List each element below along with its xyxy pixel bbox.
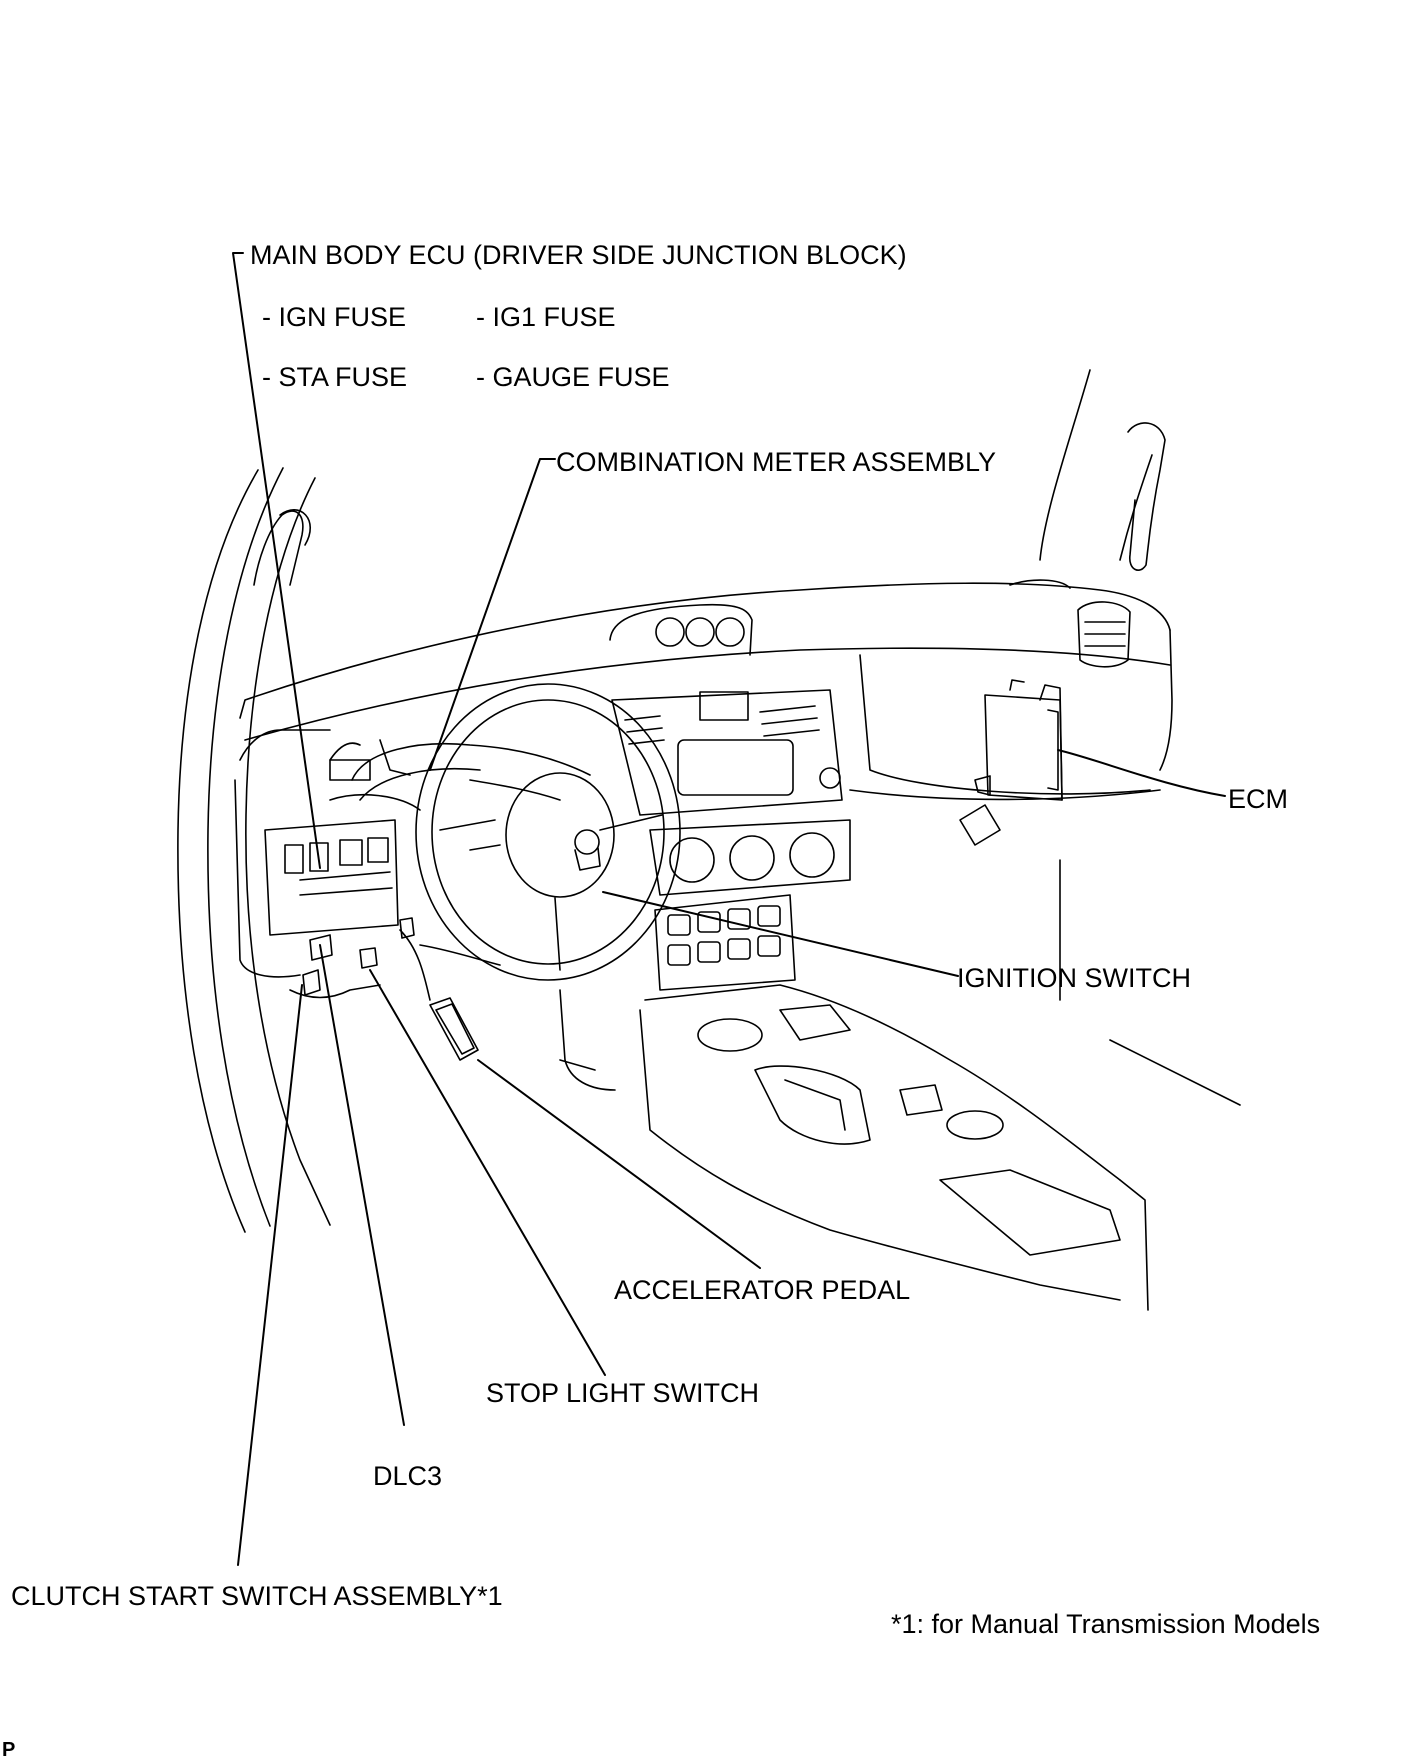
label-clutch-start-switch: CLUTCH START SWITCH ASSEMBLY*1 [11, 1581, 503, 1611]
footnote: *1: for Manual Transmission Models [891, 1609, 1321, 1639]
glove-box [849, 789, 1241, 1106]
label-ignition-switch: IGNITION SWITCH [957, 963, 1191, 993]
leader-dlc3 [319, 944, 405, 1426]
leader-clutch-start-switch [237, 984, 303, 1566]
windshield-outline [1039, 369, 1166, 571]
ecm-module [974, 679, 1063, 801]
leader-lines [232, 252, 1226, 1566]
dashboard-top [239, 579, 1173, 795]
label-dlc3: DLC3 [373, 1461, 443, 1491]
accelerator-pedal-shape [429, 997, 479, 1061]
leader-combination-meter [429, 458, 556, 771]
label-gauge-fuse: - GAUGE FUSE [476, 362, 670, 392]
leader-ecm [1057, 749, 1226, 797]
center-console [559, 984, 1149, 1311]
leader-accelerator-pedal [477, 1059, 761, 1269]
label-combination-meter: COMBINATION METER ASSEMBLY [556, 447, 997, 477]
a-pillar-outline [177, 467, 331, 1233]
leader-stop-light-switch [369, 969, 606, 1376]
corner-mark: P [2, 1739, 16, 1761]
lower-dash-components [289, 917, 501, 1001]
label-sta-fuse: - STA FUSE [262, 362, 408, 392]
label-main-body-ecu: MAIN BODY ECU (DRIVER SIDE JUNCTION BLOC… [250, 240, 907, 270]
label-ecm: ECM [1228, 784, 1288, 814]
label-stop-light-switch: STOP LIGHT SWITCH [486, 1378, 760, 1408]
label-accelerator-pedal: ACCELERATOR PEDAL [614, 1275, 911, 1305]
leader-ignition-switch [602, 891, 959, 977]
center-stack [611, 689, 851, 991]
label-ign-fuse: - IGN FUSE [262, 302, 407, 332]
steering-wheel [351, 683, 681, 981]
leader-main-body-ecu [232, 252, 321, 869]
junction-block-area [234, 729, 421, 978]
label-ig1-fuse: - IG1 FUSE [476, 302, 616, 332]
ignition-key-cylinder [574, 829, 601, 871]
